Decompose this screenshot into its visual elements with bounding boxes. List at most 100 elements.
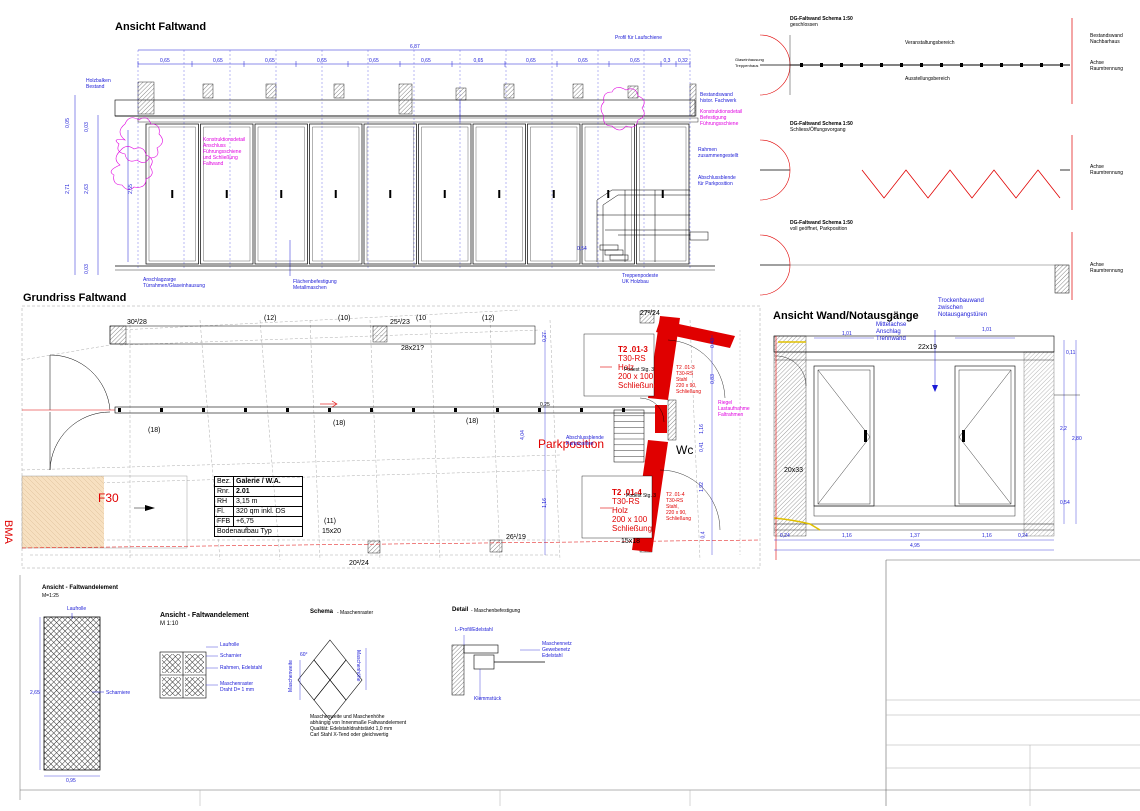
dim-right-2: 2,2: [1060, 426, 1067, 432]
dim-bottom-4: 1,16: [982, 533, 992, 539]
label-angle: 60°: [300, 652, 308, 658]
element-125: [39, 613, 104, 777]
dim-15x20: 15x20: [322, 528, 342, 535]
segment-dim: 0,65: [317, 58, 327, 64]
label-klemm: Klemmstück: [474, 696, 502, 702]
table-cell: FFB: [213, 516, 235, 527]
note-holzbalken: Holzbalken Bestand: [86, 78, 111, 90]
schema2-title: DG-Faltwand Schema 1:50: [790, 121, 853, 127]
table-row: Fl.320 qm inkl. DS: [213, 506, 304, 517]
title-grundriss-faltwand: Grundriss Faltwand: [23, 292, 127, 304]
dim-bottom-1: 0,24: [780, 533, 790, 539]
schema1-right-top: Bestandswand Nachbarhaus: [1090, 33, 1123, 45]
note-profil: Profil für Laufschiene: [615, 35, 662, 41]
dim-bottom-3: 1,37: [910, 533, 920, 539]
faltwand-panel: [418, 123, 472, 265]
table-cell: Rnr.: [213, 486, 235, 497]
dim-30-28: 30²/28: [127, 319, 147, 326]
title-schema-sub: - Maschenraster: [337, 610, 374, 616]
plan-side-dim: 0,83: [709, 374, 716, 384]
faltwand-panel: [636, 123, 690, 265]
schema2-right-mid: Achse Raumtrennung: [1090, 164, 1124, 176]
segment-dim: 0,65: [421, 58, 431, 64]
dim-28x21: 28x21?: [401, 345, 424, 352]
plan-side-dim: 0,43: [709, 338, 716, 348]
note-anschlagzarge: Anschlagzarge Türrahmen/Glaseinhausung: [143, 277, 205, 289]
plan-side-dim: 1,92: [698, 482, 705, 492]
room-18c: (18): [466, 418, 479, 425]
door-spec-line: 200 x 100: [618, 372, 654, 381]
dim-top-1: 1,01: [842, 331, 852, 337]
schema1-right-mid: Achse Raumtrennung: [1090, 60, 1124, 72]
plan-grundriss: [21, 305, 761, 569]
dim-right-3: 2,80: [1072, 436, 1082, 442]
door-spec-line: Schließung: [618, 381, 659, 390]
schema1-bottom-label: Ausstellungsbereich: [905, 76, 950, 82]
detail-fix: [451, 635, 545, 700]
plan-side-dim: 0,4: [700, 531, 707, 539]
table-cell: Galerie / W.A.: [233, 476, 304, 487]
dim-15x18: 15x18: [621, 538, 641, 545]
label-maschenraster: Maschenraster Draht D= 1 mm: [220, 681, 255, 693]
segment-dim: 0,65: [265, 58, 275, 64]
door2-overlay: Podest Stg. 3: [626, 493, 657, 499]
table-cell: 2.01: [233, 486, 304, 497]
plan-side-dim: 1,16: [541, 498, 548, 508]
segment-dim: 0,65: [630, 58, 640, 64]
label-bma: BMA: [2, 520, 14, 544]
schemas: [759, 18, 1073, 300]
door-spec-line: T30-RS: [612, 497, 640, 506]
dim-width-095: 0,95: [66, 778, 76, 784]
schema1-title: DG-Faltwand Schema 1:50: [790, 16, 853, 22]
plan-side-dim: 0,27: [541, 332, 548, 342]
table-cell: Fl.: [213, 506, 235, 517]
segment-dim: 0,32: [678, 58, 688, 64]
room-11: (11): [324, 518, 336, 525]
dim-20-24: 20²/24: [349, 560, 369, 567]
title-ansicht-wand: Ansicht Wand/Notausgänge: [773, 310, 919, 322]
title-schema: Schema: [310, 609, 334, 615]
dim-right-1: 0,11: [1066, 350, 1076, 356]
faltwand-panel: [254, 123, 308, 265]
table-row: Bodenaufbau Typ: [213, 526, 304, 537]
note-abschlussblende: Abschlussblende Parkposition: [566, 435, 604, 447]
title-element-125: Ansicht - Faltwandelement: [42, 585, 119, 591]
table-cell: 320 qm inkl. DS: [233, 506, 304, 517]
plan-side-dim: 1,16: [698, 424, 705, 434]
note-abschluss: Abschlussblende für Parkposition: [698, 175, 736, 187]
door-spec-line: Holz: [612, 506, 629, 515]
label-lprofil: L-Profil/Edelstahl: [455, 627, 493, 633]
segment-dim: 0,65: [369, 58, 379, 64]
note-mesh: Maschenweite und Maschenhöhe abhängig vo…: [310, 714, 407, 738]
label-maschenweite: Maschenweite: [288, 660, 294, 692]
door1-small: T2 .01-3 T30-RS Stahl 220 x 90, Schließu…: [676, 365, 702, 395]
dim-26-19: 26¹/19: [506, 534, 526, 541]
table-cell: RH: [213, 496, 235, 507]
sheet-frame: [19, 559, 1140, 806]
note-treppen: Treppenpodeste UK Holzbau: [622, 273, 659, 285]
left-dim: 0,03: [83, 264, 90, 274]
faltwand-panel: [200, 123, 254, 265]
label-maschenhoehe: Maschenhöhe: [355, 650, 361, 682]
scale-element-110: M 1:10: [160, 621, 179, 627]
note-rahmen: Rahmen zusammengestellt: [698, 147, 739, 159]
label-f30: F30: [98, 491, 119, 505]
table-cell: +6,75: [233, 516, 304, 527]
segment-dim: 0,65: [213, 58, 223, 64]
note-konstruktion-links: Konstruktionsdetail Anschluss Führungssc…: [203, 137, 246, 167]
schema3-state: voll geöffnet, Parkposition: [790, 226, 848, 232]
label-parkposition: Parkposition: [538, 437, 605, 451]
door2-code: T2 .01-4: [612, 488, 642, 497]
dim-bottom-2: 1,16: [842, 533, 852, 539]
schema1-state: geschlossen: [790, 22, 818, 28]
dim-post: 20x33: [784, 467, 804, 474]
door1-code: T2 .01-3: [618, 345, 648, 354]
room-12b: (12): [482, 315, 495, 322]
dim-total-width: 6,87: [410, 44, 420, 50]
plan-side-dim: 0,41: [698, 442, 705, 452]
dim-total-wall: 4,95: [910, 543, 920, 549]
faltwand-panel: [363, 123, 417, 265]
